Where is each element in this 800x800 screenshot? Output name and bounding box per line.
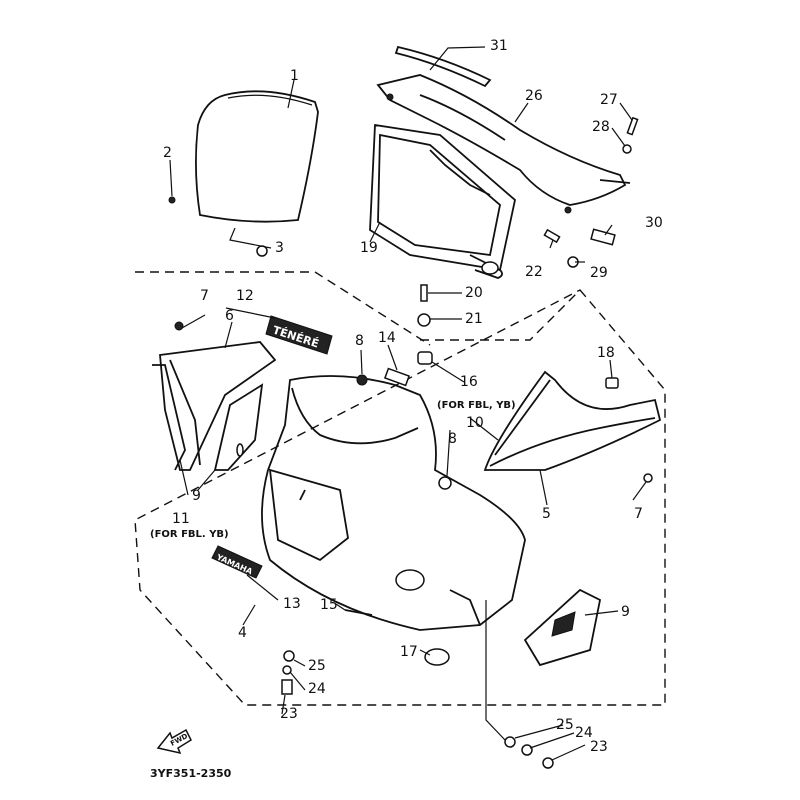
part-2-screw — [168, 196, 176, 204]
callout-27: 27 — [600, 92, 618, 108]
part-9-graphic-left — [213, 383, 264, 471]
callout-2: 2 — [163, 145, 172, 161]
callout-1: 1 — [290, 68, 299, 84]
part-13-yamaha-emblem: YAMAHA — [211, 545, 263, 579]
callout-16: 16 — [460, 374, 478, 390]
callout-17: 17 — [400, 644, 418, 660]
callout-3: 3 — [275, 240, 284, 256]
callout-25-left: 25 — [308, 658, 326, 674]
part-8-grommet — [356, 374, 368, 386]
callout-6: 6 — [225, 308, 234, 324]
callout-4: 4 — [238, 625, 247, 641]
part-18-nut — [605, 377, 619, 389]
callout-7-left: 7 — [200, 288, 209, 304]
hardware — [168, 116, 653, 769]
callout-21: 21 — [465, 311, 483, 327]
callout-28: 28 — [592, 119, 610, 135]
part-19-stay — [369, 123, 516, 279]
part-22-bolt — [543, 228, 561, 244]
part-9-graphic-lower — [523, 588, 602, 667]
part-16-damper — [417, 351, 433, 365]
callout-24-right: 24 — [575, 725, 593, 741]
part-31-trim-strip — [394, 45, 492, 88]
part-24-washer-right — [521, 744, 533, 756]
part-8-grommet-right — [438, 476, 452, 490]
part-6-side-cover-left — [152, 341, 277, 471]
part-7-screw-left — [174, 321, 184, 331]
callout-22: 22 — [525, 264, 543, 280]
part-28-washer — [622, 144, 632, 154]
assembly-boundary — [134, 271, 666, 706]
note-fbl-yb-left: (FOR FBL. YB) — [150, 529, 229, 540]
callout-9-left: 9 — [192, 488, 201, 504]
part-4-cowling — [261, 375, 526, 631]
part-17-grommet — [424, 648, 450, 666]
note-fbl-yb-right: (FOR FBL, YB) — [437, 400, 516, 411]
callout-20: 20 — [465, 285, 483, 301]
callout-labels: 1 2 3 31 26 27 28 30 29 22 19 20 21 7 12… — [150, 38, 663, 755]
part-25-collar-right — [504, 736, 516, 748]
callout-25-right: 25 — [556, 717, 574, 733]
part-5-side-cover-right — [483, 370, 662, 471]
part-21-washer — [417, 313, 431, 327]
callout-7-right: 7 — [634, 506, 643, 522]
callout-30: 30 — [645, 215, 663, 231]
callout-8-right: 8 — [448, 431, 457, 447]
part-12-tenere-emblem: TÉNÉRÉ — [265, 315, 333, 355]
forward-arrow: FWD — [156, 728, 192, 755]
part-20-bolt — [420, 284, 428, 302]
part-26-inner-panel — [376, 74, 631, 214]
part-7-screw-right — [643, 473, 653, 483]
part-14-pad — [383, 367, 411, 387]
callout-31: 31 — [490, 38, 508, 54]
callout-19: 19 — [360, 240, 378, 256]
callout-10: 10 — [466, 415, 484, 431]
part-1-windshield — [195, 90, 319, 223]
part-27-screw — [626, 116, 639, 136]
callout-8-upper: 8 — [355, 333, 364, 349]
callout-11: 11 — [172, 511, 190, 527]
callout-18: 18 — [597, 345, 615, 361]
callout-15: 15 — [320, 597, 338, 613]
callout-26: 26 — [525, 88, 543, 104]
part-23-bolt-left — [281, 679, 293, 695]
part-23-bolt-right — [542, 757, 554, 769]
callout-24-left: 24 — [308, 681, 326, 697]
callout-5: 5 — [542, 506, 551, 522]
callout-29: 29 — [590, 265, 608, 281]
callout-9-lower: 9 — [621, 604, 630, 620]
part-24-washer-left — [282, 665, 292, 675]
callout-23-left: 23 — [280, 706, 298, 722]
part-15-pin — [344, 609, 373, 616]
part-30-damper — [590, 228, 616, 246]
leader-lines — [169, 46, 647, 761]
part-25-collar-left — [283, 650, 295, 662]
callout-23-right: 23 — [590, 739, 608, 755]
callout-14: 14 — [378, 330, 396, 346]
callout-13: 13 — [283, 596, 301, 612]
callout-12: 12 — [236, 288, 254, 304]
catalog-code: 3YF351-2350 — [150, 767, 232, 780]
